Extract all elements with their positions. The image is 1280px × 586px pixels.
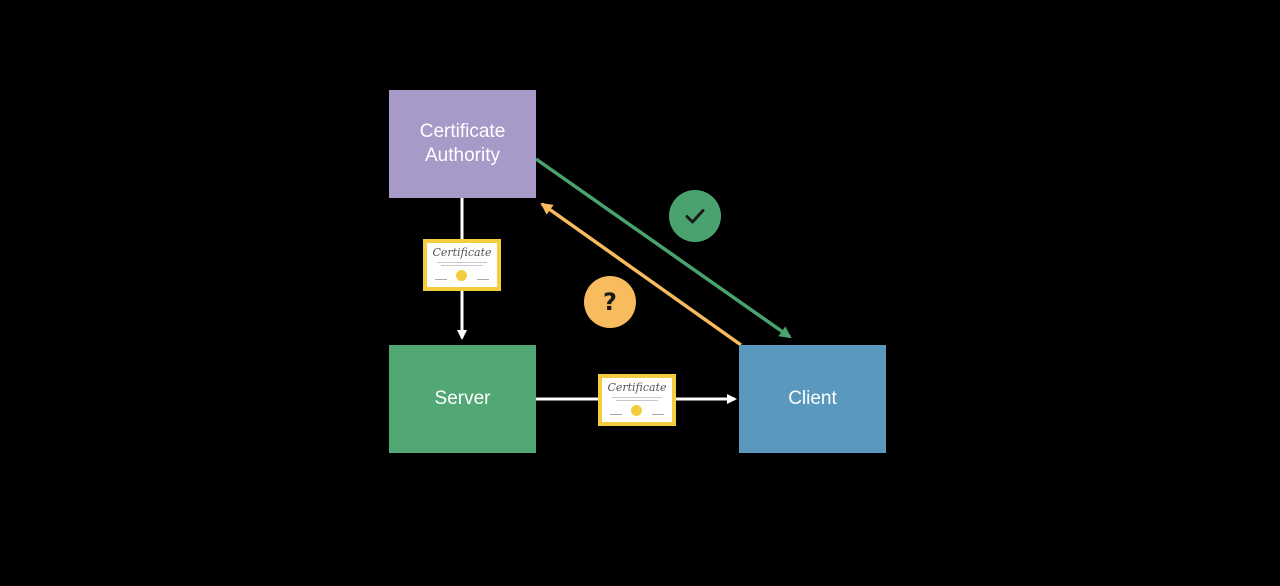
- certificate-seal-icon: [631, 405, 642, 416]
- certificate-signature-line: [652, 414, 664, 415]
- client-label: Client: [788, 388, 837, 409]
- certificate-title: Certificate: [432, 246, 492, 259]
- question-badge: ?: [584, 276, 636, 328]
- certificate-icon: Certificate: [598, 374, 676, 426]
- certificate-seal-icon: [456, 270, 467, 281]
- certificate-title: Certificate: [607, 381, 667, 394]
- certificate-signature-line: [610, 414, 622, 415]
- arrow-client-to-ca: [540, 202, 743, 347]
- arrow-ca-to-client: [534, 157, 792, 339]
- certificate-text-line: [437, 262, 487, 263]
- certificate-text-line: [441, 265, 483, 266]
- checkmark-icon: [685, 209, 705, 224]
- certificate-authority-label-line1: Certificate: [419, 121, 506, 142]
- certificate-text-line: [612, 397, 662, 398]
- certificate-authority-label-line2: Authority: [425, 145, 500, 166]
- question-mark-icon: ?: [603, 288, 617, 316]
- server-node: Server: [389, 345, 536, 453]
- certificate-signature-line: [435, 279, 447, 280]
- certificate-signature-line: [477, 279, 489, 280]
- client-node: Client: [739, 345, 886, 453]
- verified-badge: [669, 190, 721, 242]
- certificate-authority-node: Certificate Authority: [389, 90, 536, 198]
- certificate-icon: Certificate: [423, 239, 501, 291]
- server-label: Server: [434, 388, 491, 409]
- certificate-text-line: [616, 400, 658, 401]
